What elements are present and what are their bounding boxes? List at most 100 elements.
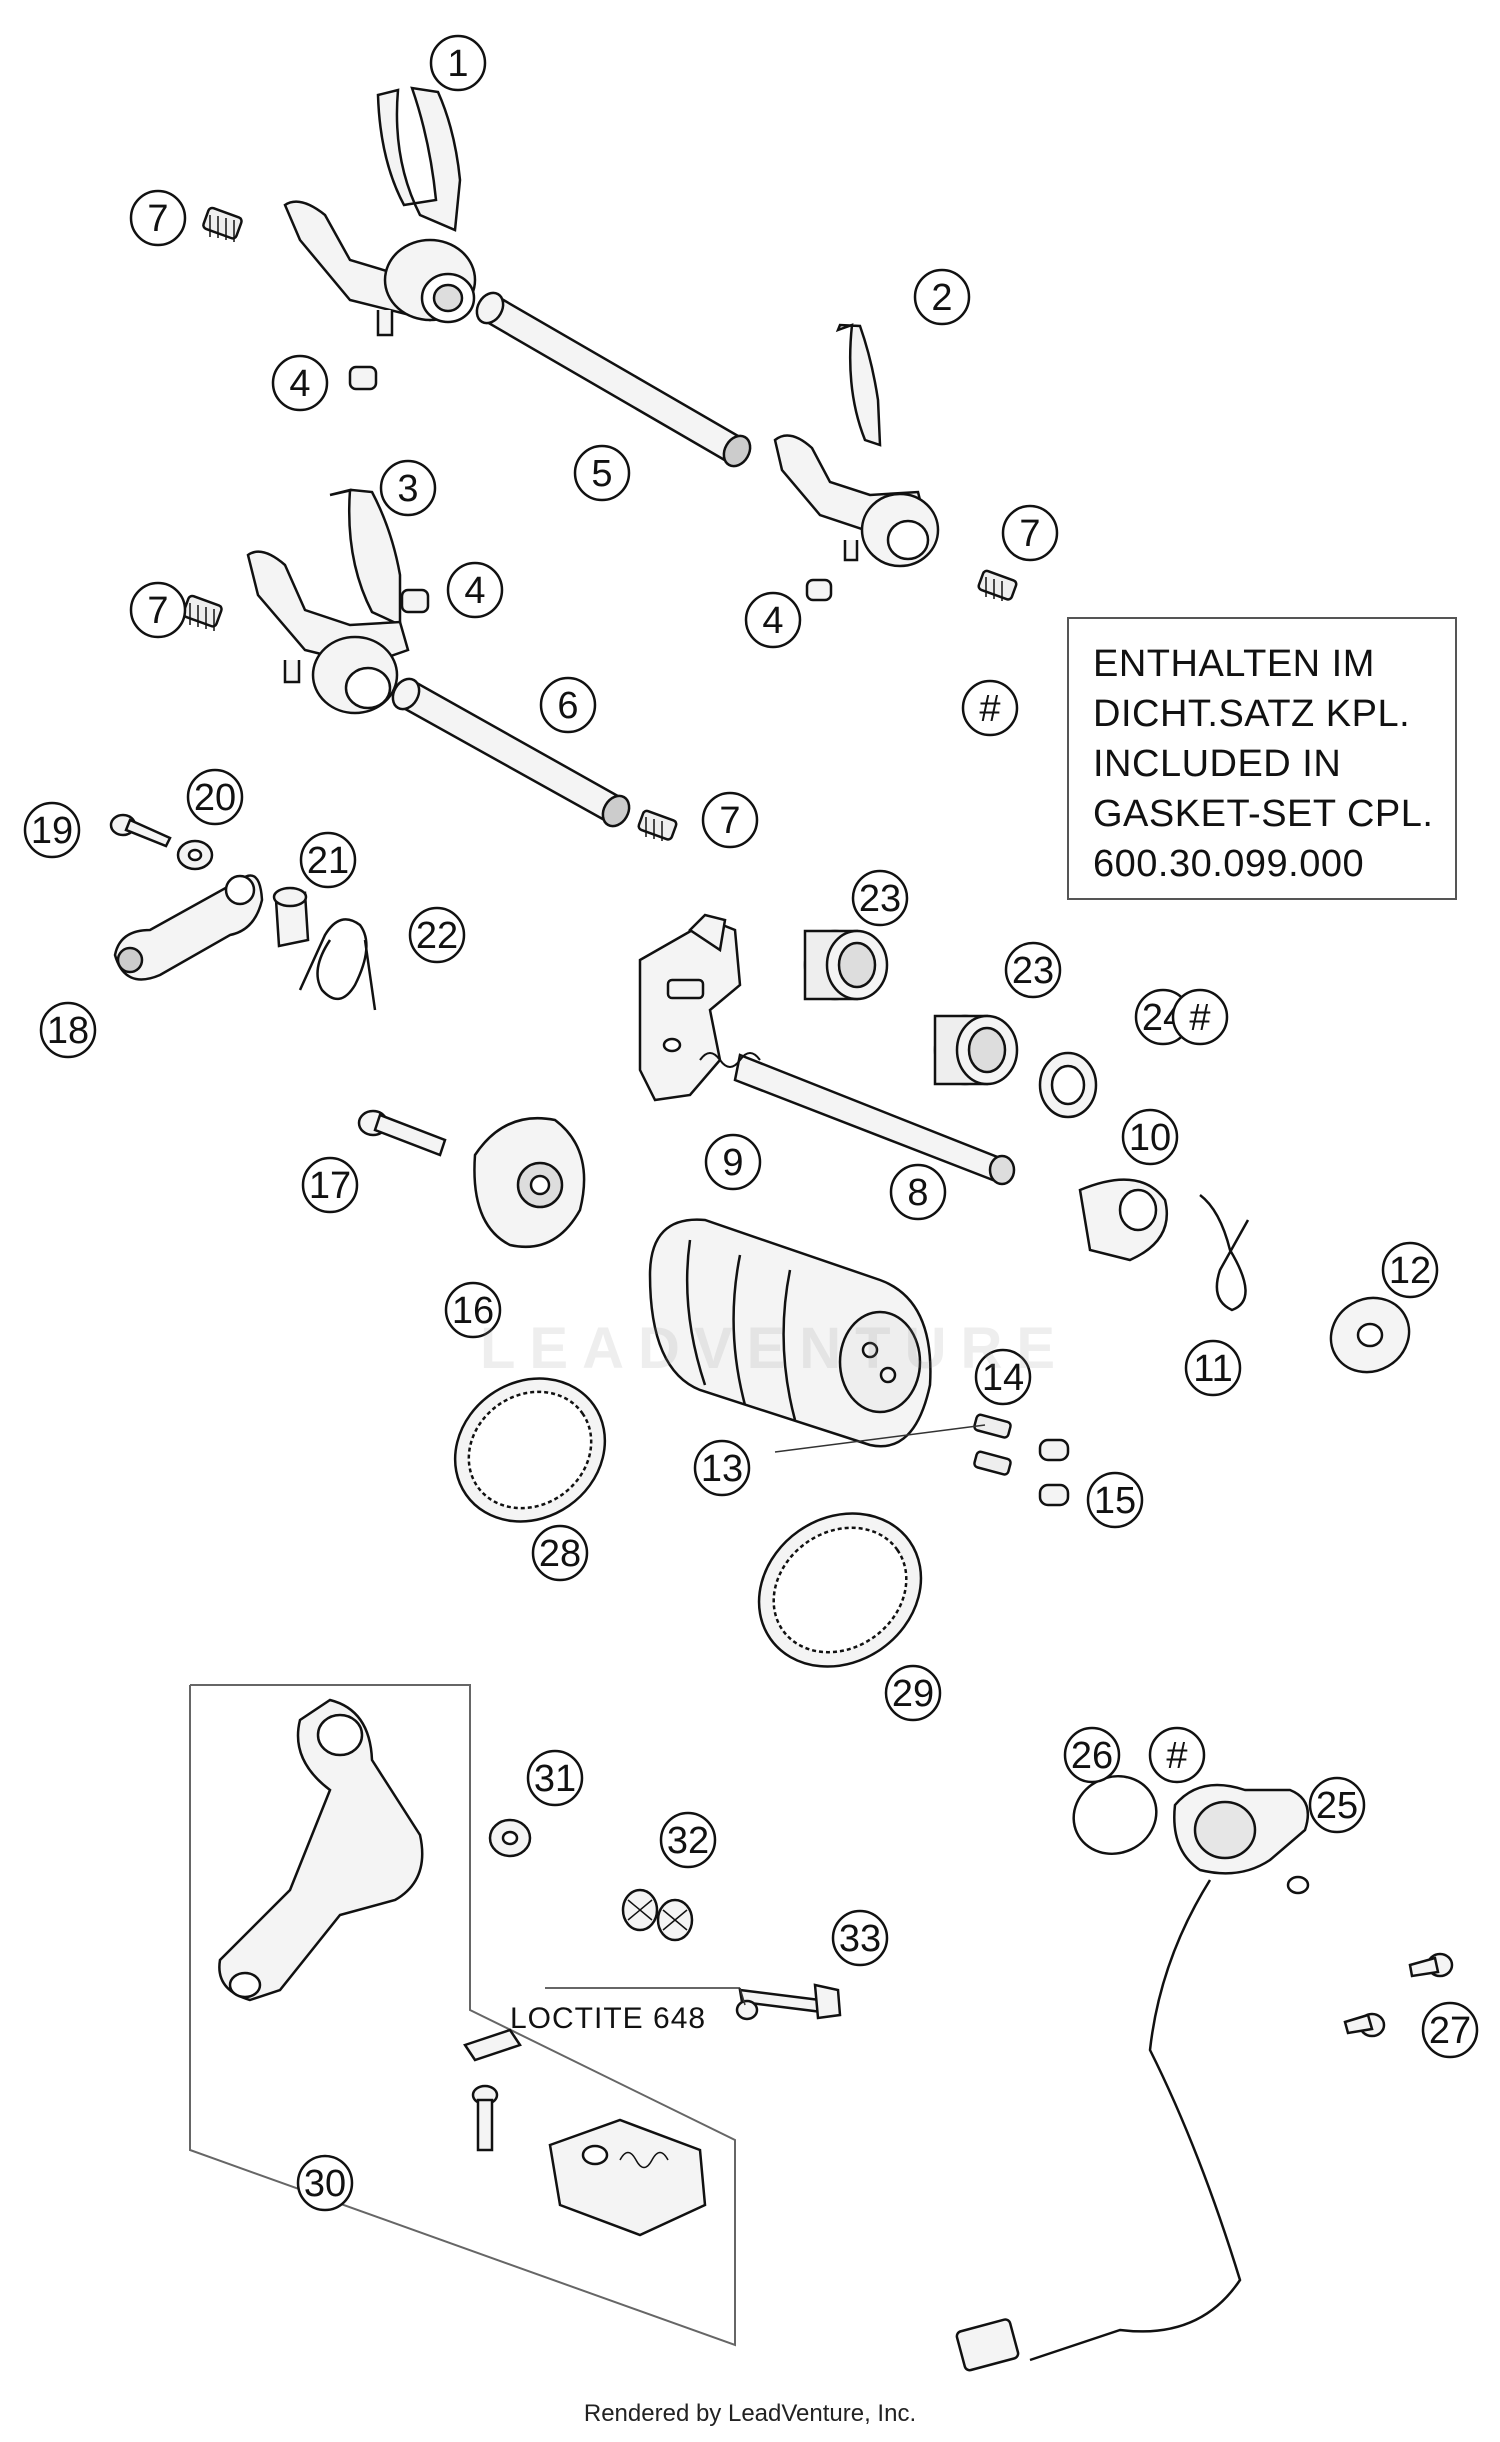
callout-label: 21: [307, 840, 349, 882]
info-line: 600.30.099.000: [1093, 843, 1365, 885]
callout-circle: [446, 561, 504, 619]
callout-circle: [271, 354, 329, 412]
callout-circle: [884, 1664, 942, 1722]
part-shift-rail-5: [475, 291, 752, 468]
callout-circle: [39, 1001, 97, 1059]
part-shift-drum-13: [648, 1218, 932, 1448]
callout-label: #: [1189, 997, 1210, 1039]
callout-circle: [961, 679, 1019, 737]
part-washer-12: [1329, 1296, 1411, 1374]
callout-7: 7: [129, 581, 187, 639]
callout-26: 26: [1063, 1726, 1121, 1784]
part-bushing-21: [272, 886, 310, 948]
callout-13: 13: [693, 1439, 751, 1497]
callout-32: 32: [659, 1811, 717, 1869]
callout-label: 2: [931, 277, 952, 319]
callout-circle: [129, 581, 187, 639]
callout-label: 6: [557, 685, 578, 727]
part-washer-20: [176, 839, 214, 871]
callout-14: 14: [974, 1348, 1032, 1406]
part-bolt-19: [109, 813, 172, 848]
callout-circle: [23, 801, 81, 859]
part-bolt-33: [735, 1983, 842, 2021]
callout-circle: [1421, 2001, 1479, 2059]
callout-circle: [1171, 988, 1229, 1046]
callout-label: #: [1166, 1735, 1187, 1777]
callout-circle: [974, 1348, 1032, 1406]
callout-label: 12: [1389, 1250, 1431, 1292]
callout-label: #: [979, 688, 1000, 730]
callout-4: 4: [271, 354, 329, 412]
callout-23: 23: [851, 869, 909, 927]
part-shift-segment-10: [1078, 1178, 1169, 1262]
callout-label: 20: [194, 777, 236, 819]
callout-hash: #: [1171, 988, 1229, 1046]
callout-circle: [539, 676, 597, 734]
info-line: DICHT.SATZ KPL.: [1093, 693, 1411, 735]
callout-17: 17: [301, 1156, 359, 1214]
callout-7: 7: [129, 189, 187, 247]
callout-label: 23: [859, 878, 901, 920]
callout-18: 18: [39, 1001, 97, 1059]
watermark-text: LEADVENTURE: [480, 1316, 1070, 1381]
part-shift-rail-6: [391, 677, 631, 828]
part-shift-lever-30: [218, 1698, 707, 2237]
callout-25: 25: [1308, 1776, 1366, 1834]
callout-circle: [573, 444, 631, 502]
callout-3: 3: [379, 459, 437, 517]
callout-4: 4: [744, 591, 802, 649]
callout-circle: [379, 459, 437, 517]
part-bearing-23: [803, 929, 1019, 1086]
callout-label: 23: [1012, 950, 1054, 992]
callout-label: 13: [701, 1448, 743, 1490]
callout-circle: [1184, 1339, 1242, 1397]
assembly-box-30: [189, 1684, 736, 2347]
callout-label: 4: [289, 363, 310, 405]
callout-circle: [296, 2154, 354, 2212]
callout-19: 19: [23, 801, 81, 859]
part-lever-18: [113, 874, 264, 981]
callout-circle: [1063, 1726, 1121, 1784]
callout-hash: #: [961, 679, 1019, 737]
callout-label: 1: [447, 43, 468, 85]
callout-6: 6: [539, 676, 597, 734]
callout-label: 32: [667, 1820, 709, 1862]
callout-circle: [1308, 1776, 1366, 1834]
callout-circle: [851, 869, 909, 927]
loctite-label: LOCTITE 648: [510, 2002, 707, 2035]
callout-circle: [444, 1281, 502, 1339]
callout-30: 30: [296, 2154, 354, 2212]
info-line: ENTHALTEN IM: [1093, 643, 1375, 685]
part-needle-bearing-29: [757, 1512, 923, 1668]
callout-label: 7: [147, 590, 168, 632]
callout-circle: [659, 1811, 717, 1869]
callout-29: 29: [884, 1664, 942, 1722]
callout-10: 10: [1121, 1108, 1179, 1166]
callout-23: 23: [1004, 941, 1062, 999]
callout-label: 15: [1094, 1480, 1136, 1522]
callout-9: 9: [704, 1133, 762, 1191]
callout-label: 3: [397, 468, 418, 510]
info-line: GASKET-SET CPL.: [1093, 793, 1434, 835]
callout-21: 21: [299, 831, 357, 889]
callout-label: 25: [1316, 1785, 1358, 1827]
callout-label: 27: [1429, 2010, 1471, 2052]
callout-circle: [831, 1909, 889, 1967]
callout-label: 7: [147, 198, 168, 240]
part-roller-4: [348, 365, 833, 614]
callout-circle: [526, 1749, 584, 1807]
callout-label: 10: [1129, 1117, 1171, 1159]
callout-label: 28: [539, 1533, 581, 1575]
info-line: INCLUDED IN: [1093, 743, 1342, 785]
callout-label: 9: [722, 1142, 743, 1184]
callout-circle: [701, 791, 759, 849]
gasket-set-info-box: ENTHALTEN IM DICHT.SATZ KPL. INCLUDED IN…: [1067, 617, 1457, 900]
part-gear-position-sensor-25: [955, 1783, 1310, 2372]
callout-label: 4: [762, 600, 783, 642]
callout-12: 12: [1381, 1241, 1439, 1299]
callout-27: 27: [1421, 2001, 1479, 2059]
callout-label: 22: [416, 915, 458, 957]
part-shift-drum-locating-16: [473, 1116, 586, 1249]
callout-circle: [1121, 1108, 1179, 1166]
callout-33: 33: [831, 1909, 889, 1967]
